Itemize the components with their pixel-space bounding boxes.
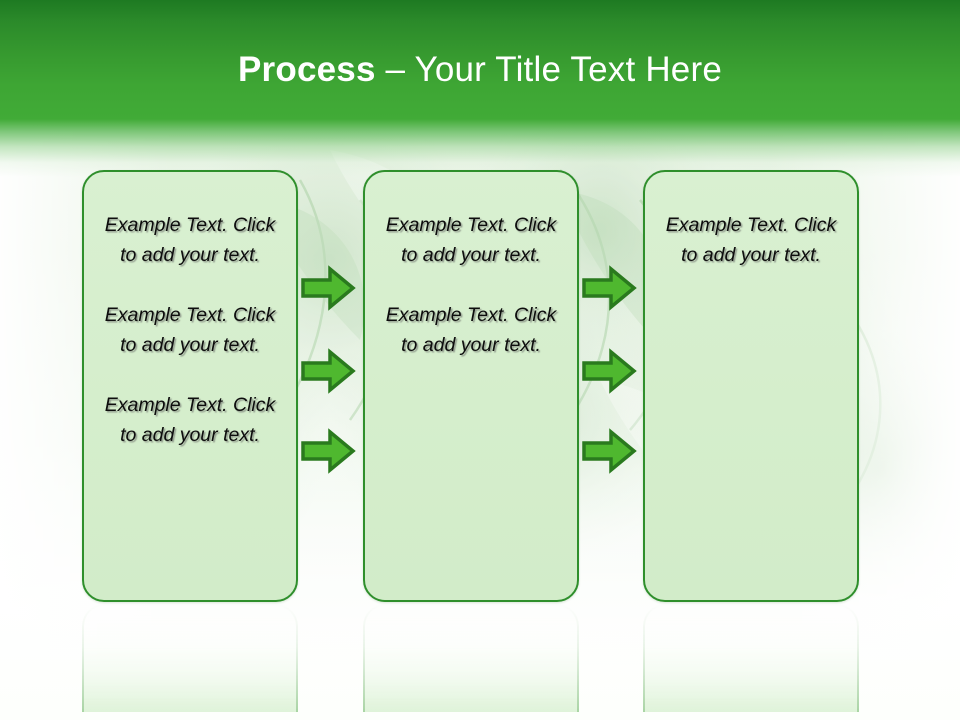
arrow-right-icon-5[interactable] <box>581 348 637 394</box>
box-reflection-1 <box>82 604 298 712</box>
box-reflection-2 <box>363 604 579 712</box>
arrow-right-icon-1[interactable] <box>300 265 356 311</box>
process-box-3[interactable]: Example Text. Click to add your text. <box>643 170 859 602</box>
page-title-strong: Process <box>238 50 376 89</box>
box-2-text-2[interactable]: Example Text. Click to add your text. <box>385 304 557 356</box>
box-reflection-3 <box>643 604 859 712</box>
arrow-right-icon-2[interactable] <box>300 348 356 394</box>
arrow-right-icon-6[interactable] <box>581 428 637 474</box>
process-box-1[interactable]: Example Text. Click to add your text. Ex… <box>82 170 298 602</box>
box-1-text-2[interactable]: Example Text. Click to add your text. <box>104 304 276 356</box>
box-1-text-3[interactable]: Example Text. Click to add your text. <box>104 394 276 446</box>
box-1-text-1[interactable]: Example Text. Click to add your text. <box>104 214 276 266</box>
box-3-text-1[interactable]: Example Text. Click to add your text. <box>665 214 837 266</box>
process-box-2[interactable]: Example Text. Click to add your text. Ex… <box>363 170 579 602</box>
arrow-right-icon-4[interactable] <box>581 265 637 311</box>
page-title: Process – Your Title Text Here <box>0 48 960 92</box>
box-2-text-1[interactable]: Example Text. Click to add your text. <box>385 214 557 266</box>
title-band-fade <box>0 119 960 177</box>
page-title-rest: – Your Title Text Here <box>375 50 722 89</box>
arrow-right-icon-3[interactable] <box>300 428 356 474</box>
title-band <box>0 0 960 119</box>
